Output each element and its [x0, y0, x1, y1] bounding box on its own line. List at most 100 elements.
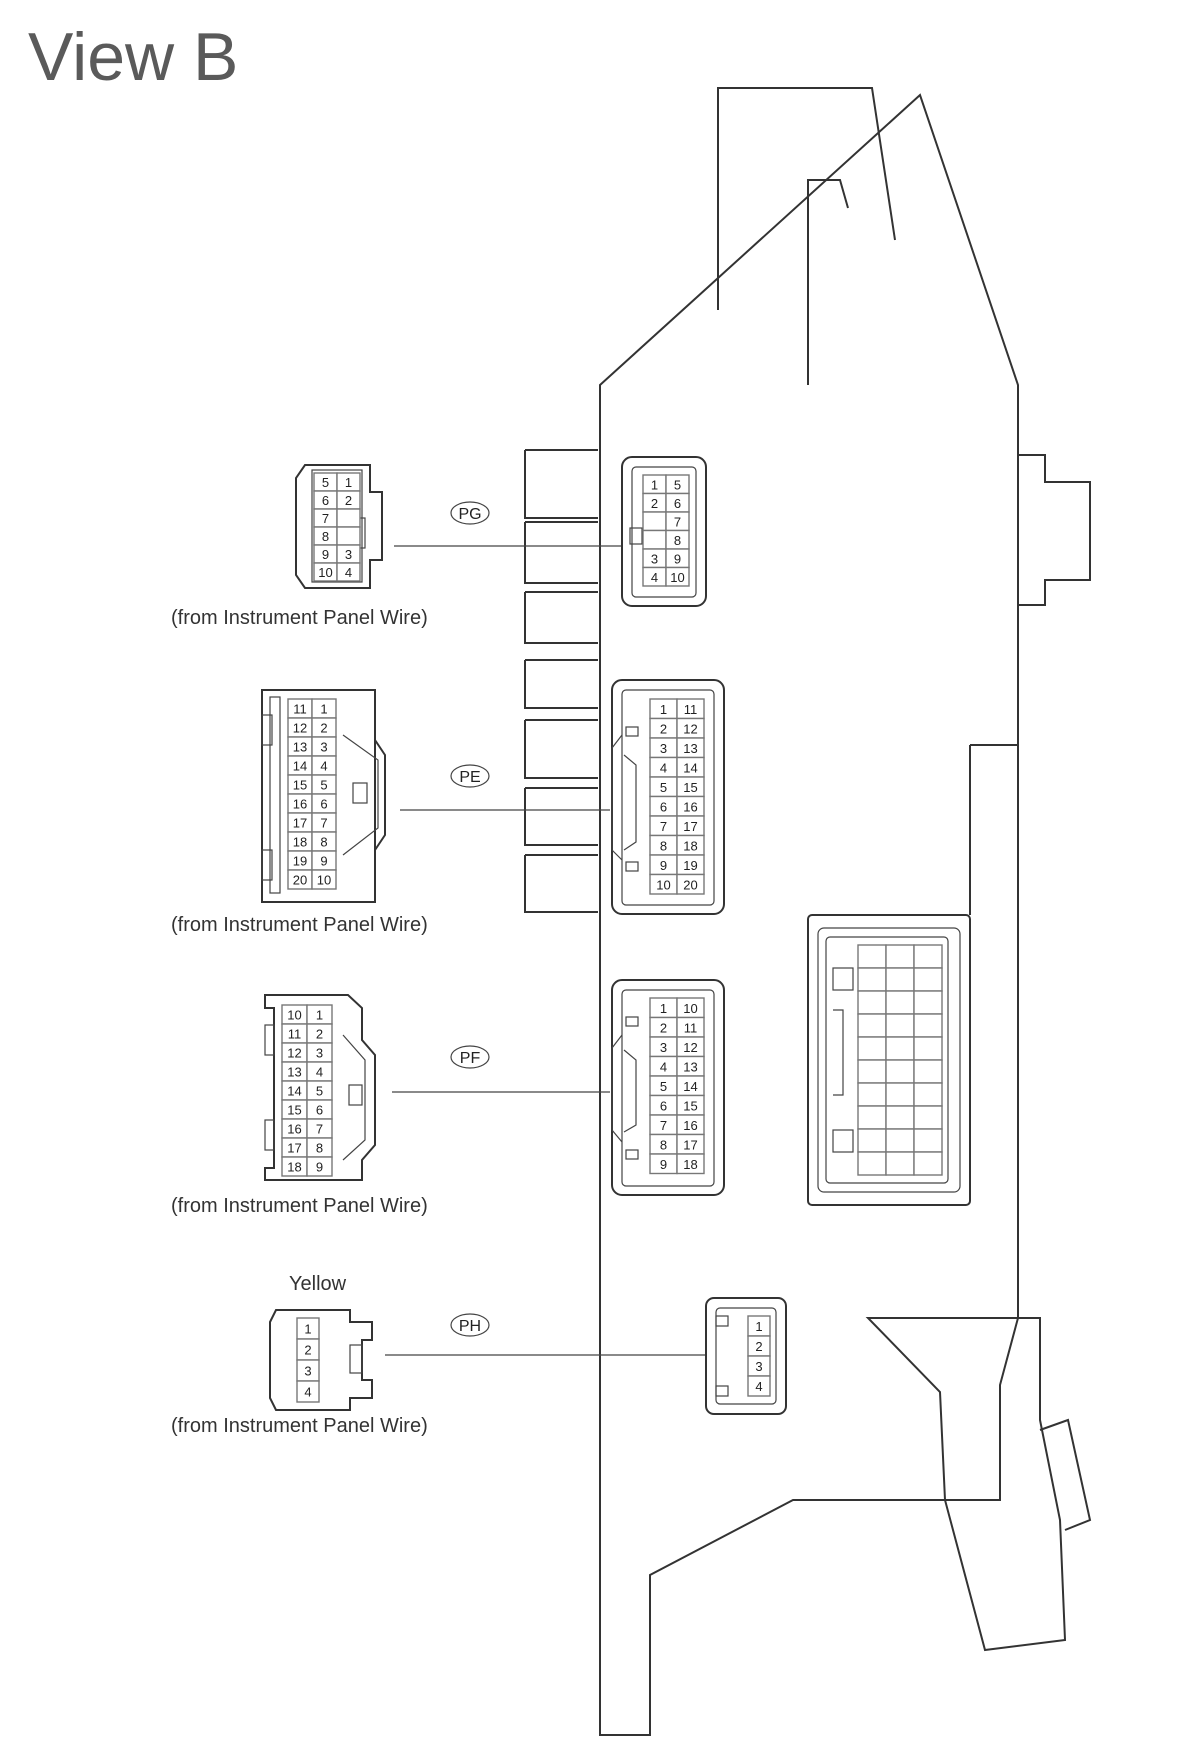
pg-tag: PG — [458, 506, 481, 523]
pin-number: 4 — [316, 1065, 323, 1080]
pin-number: 18 — [293, 835, 307, 850]
socket-cell — [913, 967, 943, 992]
pin-number: 2 — [345, 493, 352, 508]
pin-number: 12 — [683, 721, 697, 736]
pin-number: 1 — [320, 702, 327, 717]
pin-number: 15 — [683, 1098, 697, 1113]
socket-cell — [913, 1082, 943, 1107]
pe-source-label: (from Instrument Panel Wire) — [171, 914, 428, 936]
pin-number: 10 — [670, 570, 684, 585]
pin-number: 4 — [320, 759, 327, 774]
socket-cell — [857, 1082, 887, 1107]
pin-number: 18 — [683, 838, 697, 853]
pin-number: 12 — [287, 1046, 301, 1061]
connector-pf: (from Instrument Panel Wire) PF — [171, 979, 725, 1217]
pin-number: 3 — [320, 740, 327, 755]
pin-number: 7 — [674, 514, 681, 529]
pin-number: 6 — [320, 797, 327, 812]
pin-cell — [296, 1380, 320, 1403]
pe-block-connector — [611, 679, 725, 915]
pf-tag: PF — [460, 1050, 481, 1067]
connector-pg: (from Instrument Panel Wire) PG — [171, 456, 707, 629]
pin-number: 10 — [318, 565, 332, 580]
ph-harness-connector — [269, 1309, 373, 1411]
pin-number: 2 — [320, 721, 327, 736]
pin-number: 1 — [651, 477, 658, 492]
pin-number: 5 — [322, 475, 329, 490]
pin-number: 1 — [660, 702, 667, 717]
pin-number: 10 — [317, 873, 331, 888]
socket-cell — [885, 944, 915, 969]
page-title: View B — [28, 19, 238, 95]
pin-number: 5 — [674, 477, 681, 492]
pin-number: 11 — [684, 702, 698, 717]
socket-cell — [885, 1013, 915, 1038]
socket-cell — [885, 990, 915, 1015]
pin-number: 13 — [293, 740, 307, 755]
pin-number: 18 — [683, 1157, 697, 1172]
ph-color-label: Yellow — [289, 1273, 347, 1295]
pin-number: 1 — [755, 1319, 762, 1334]
socket-cell — [913, 1105, 943, 1130]
pin-number: 10 — [656, 877, 670, 892]
socket-cell — [913, 1151, 943, 1176]
pin-number: 3 — [345, 547, 352, 562]
pin-number: 19 — [683, 858, 697, 873]
socket-cell — [913, 990, 943, 1015]
pin-number: 4 — [660, 760, 667, 775]
pin-number: 8 — [322, 529, 329, 544]
pin-number: 12 — [683, 1040, 697, 1055]
pe-harness-connector — [261, 689, 386, 903]
pin-number: 9 — [316, 1160, 323, 1175]
pin-number: 6 — [674, 496, 681, 511]
pe-tag-oval — [450, 764, 490, 788]
pin-number: 1 — [316, 1008, 323, 1023]
pin-number: 2 — [755, 1339, 762, 1354]
pin-number: 3 — [660, 1040, 667, 1055]
pf-harness-connector — [264, 994, 376, 1181]
pin-number: 2 — [651, 496, 658, 511]
pin-cell — [311, 869, 337, 890]
pin-number: 9 — [320, 854, 327, 869]
socket-cell — [857, 1036, 887, 1061]
pg-source-label: (from Instrument Panel Wire) — [171, 607, 428, 629]
junction-block-housing — [524, 87, 1092, 1736]
connector-pe: (from Instrument Panel Wire) PE — [171, 679, 725, 936]
socket-cell — [885, 1151, 915, 1176]
pin-number: 6 — [316, 1103, 323, 1118]
pin-number: 7 — [660, 1118, 667, 1133]
socket-cell — [857, 944, 887, 969]
pin-number: 14 — [287, 1084, 301, 1099]
pin-number: 15 — [293, 778, 307, 793]
ph-block-connector — [705, 1297, 787, 1415]
pin-cell — [747, 1375, 771, 1397]
pin-number: 5 — [320, 778, 327, 793]
pin-number: 5 — [660, 780, 667, 795]
socket-cell — [913, 1013, 943, 1038]
socket-cell — [857, 990, 887, 1015]
pg-tag-oval — [450, 501, 490, 525]
pin-cell — [336, 526, 361, 546]
pin-cell — [336, 562, 361, 582]
socket-cell — [913, 1059, 943, 1084]
socket-cell — [857, 1151, 887, 1176]
pin-number: 3 — [651, 551, 658, 566]
socket-cell — [913, 944, 943, 969]
pin-number: 2 — [316, 1027, 323, 1042]
pe-tag: PE — [459, 769, 480, 786]
pin-number: 5 — [660, 1079, 667, 1094]
pin-number: 6 — [660, 799, 667, 814]
socket-cell — [857, 1059, 887, 1084]
pin-number: 8 — [674, 533, 681, 548]
pin-cell — [676, 873, 705, 895]
pin-number: 7 — [316, 1122, 323, 1137]
socket-cell — [885, 1105, 915, 1130]
pin-number: 5 — [316, 1084, 323, 1099]
socket-cell — [885, 967, 915, 992]
pin-number: 15 — [287, 1103, 301, 1118]
